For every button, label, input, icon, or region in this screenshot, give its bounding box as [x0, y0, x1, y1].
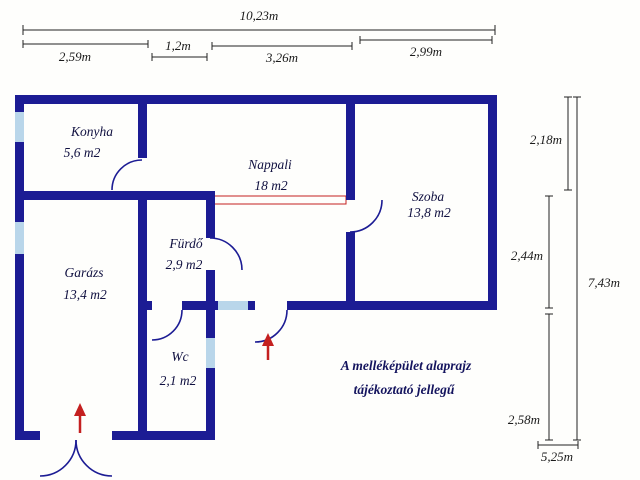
wall-garage-bottom-2 — [112, 431, 215, 440]
door-swing-konyha — [111, 159, 143, 191]
dim-right-total: 7,43m — [587, 275, 621, 290]
wall-konyha-nappali — [138, 95, 147, 158]
door-swings — [39, 159, 383, 477]
room-label-konyha: Konyha — [71, 124, 113, 139]
room-label-nappali: Nappali — [248, 157, 292, 172]
wall-bottom-2 — [182, 301, 218, 310]
dimension-lines — [22, 25, 581, 449]
dim-top-seg1: 2,59m — [58, 49, 92, 64]
wall-right — [488, 95, 497, 310]
room-label-furdo: Fürdő — [169, 236, 203, 251]
wall-bottom-1 — [138, 301, 152, 310]
room-area-garazs: 13,4 m2 — [63, 287, 107, 302]
room-area-konyha: 5,6 m2 — [63, 145, 101, 160]
wall-nappali-szoba-1 — [346, 95, 355, 200]
note-line1: A melléképület alaprajz — [340, 358, 472, 373]
dim-right-seg1: 2,18m — [529, 132, 563, 147]
note-line2: tájékoztató jellegű — [353, 382, 455, 397]
door-swing-garage-left — [39, 439, 77, 477]
door-swing-garage-right — [75, 439, 113, 477]
wall-garazs-right — [138, 191, 147, 440]
door-swing-entrance — [254, 309, 288, 343]
door-swing-furdo — [209, 237, 243, 271]
window-wc — [206, 338, 215, 368]
wall-bottom-4 — [287, 301, 497, 310]
red-marker — [211, 195, 347, 205]
room-area-nappali: 18 m2 — [254, 178, 288, 193]
wall-konyha-garazs — [15, 191, 215, 200]
wall-nappali-szoba-2 — [346, 232, 355, 310]
wall-furdo-right-1 — [206, 191, 215, 238]
wall-garage-bottom-1 — [15, 431, 40, 440]
door-swing-wc — [151, 309, 183, 341]
dim-top-seg2: 1,2m — [165, 38, 191, 53]
wall-top — [15, 95, 497, 104]
wall-left-1 — [15, 95, 24, 112]
dim-top-total: 10,23m — [239, 8, 279, 23]
room-label-wc: Wc — [171, 349, 189, 364]
garage-arrow-icon — [74, 403, 86, 433]
dim-right-seg3: 2,58m — [507, 412, 541, 427]
window-konyha — [15, 112, 24, 142]
wall-bottom-3 — [248, 301, 255, 310]
dim-top-seg4: 2,99m — [409, 44, 443, 59]
door-swing-szoba — [349, 199, 383, 233]
wall-left-2 — [15, 142, 24, 222]
window-garazs — [15, 222, 24, 254]
room-area-szoba: 13,8 m2 — [407, 205, 451, 220]
room-area-furdo: 2,9 m2 — [165, 257, 203, 272]
room-area-wc: 2,1 m2 — [159, 373, 197, 388]
room-label-garazs: Garázs — [64, 265, 104, 280]
window-bottom — [218, 301, 248, 310]
entrance-arrow-icon — [262, 333, 274, 360]
dim-bottom-right: 5,25m — [540, 449, 574, 464]
dim-top-seg3: 3,26m — [265, 50, 299, 65]
wall-wc-right — [206, 368, 215, 440]
wall-left-3 — [15, 254, 24, 440]
dim-right-seg2: 2,44m — [510, 248, 544, 263]
room-label-szoba: Szoba — [411, 189, 445, 204]
